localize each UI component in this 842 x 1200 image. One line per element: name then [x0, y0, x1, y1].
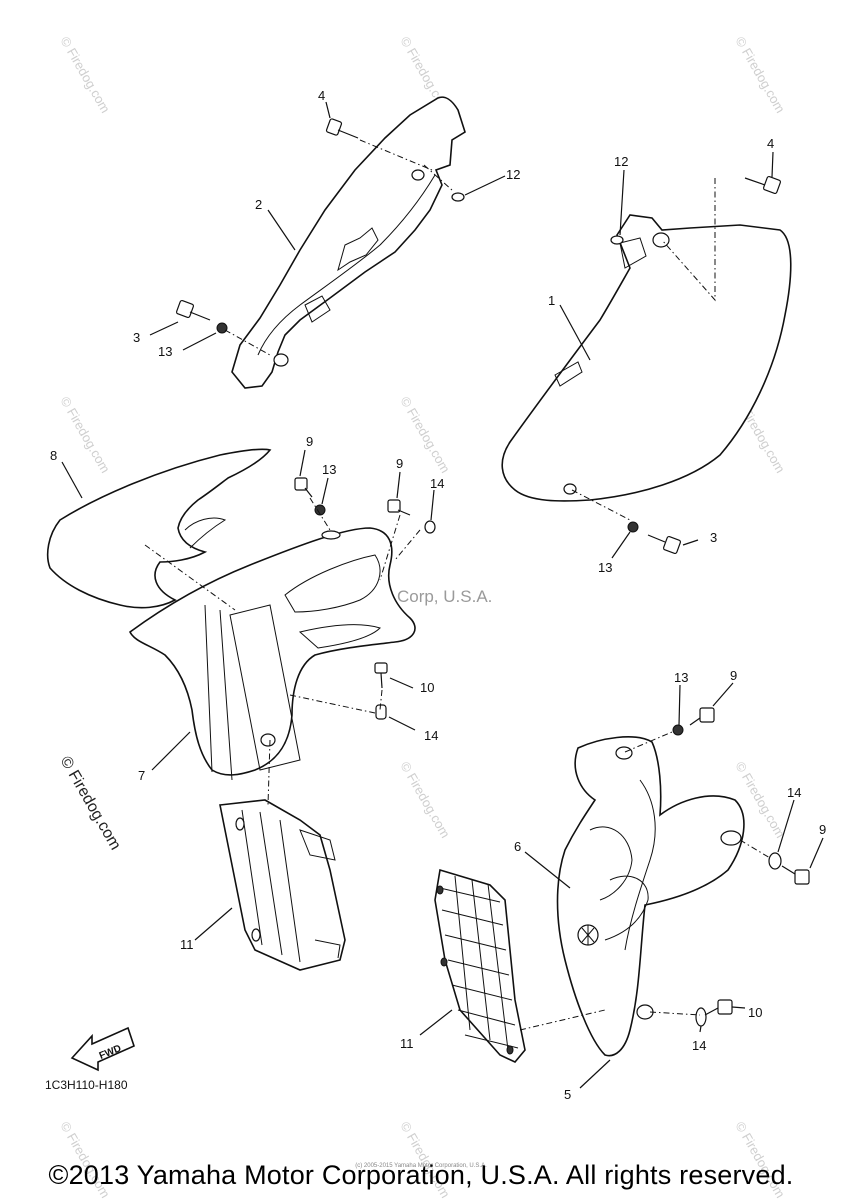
copyright-footer: ©2013 Yamaha Motor Corporation, U.S.A. A…	[48, 1160, 794, 1190]
watermark-tile: © Firedog.com	[397, 759, 453, 841]
hardware	[175, 118, 810, 1027]
label-14: 14	[787, 785, 801, 800]
label-7: 7	[138, 768, 145, 783]
watermark-tile: © Firedog.com	[57, 34, 113, 116]
part-1-side-cover	[501, 214, 792, 502]
label-11: 11	[400, 1036, 414, 1051]
label-12: 12	[614, 154, 628, 169]
label-6: 6	[514, 839, 521, 854]
part-labels: 4 2 12 3 13 12 4 1 13 3 8 9 13 9 14 10 1…	[50, 88, 826, 1102]
part-11-louver-left	[219, 799, 346, 971]
label-4: 4	[767, 136, 774, 151]
label-2: 2	[255, 197, 262, 212]
label-1: 1	[548, 293, 555, 308]
diagram-code: 1C3H110-H180	[45, 1078, 128, 1092]
label-13: 13	[158, 344, 172, 359]
fwd-arrow: FWD	[70, 1026, 135, 1072]
label-9: 9	[396, 456, 403, 471]
firedog-label: © Firedog.com	[57, 754, 124, 854]
leader-lines	[61, 101, 824, 1089]
label-3: 3	[133, 330, 140, 345]
part-11-louver-right	[434, 868, 526, 1063]
label-10: 10	[420, 680, 434, 695]
label-14: 14	[692, 1038, 706, 1053]
label-13: 13	[598, 560, 612, 575]
label-9: 9	[306, 434, 313, 449]
label-13: 13	[322, 462, 336, 477]
watermark-tile: © Firedog.com	[57, 394, 113, 476]
label-3: 3	[710, 530, 717, 545]
watermark-tile: © Firedog.com	[732, 34, 788, 116]
label-13: 13	[674, 670, 688, 685]
label-12: 12	[506, 167, 520, 182]
label-9: 9	[730, 668, 737, 683]
label-5: 5	[564, 1087, 571, 1102]
part-7-shroud	[128, 527, 416, 781]
label-10: 10	[748, 1005, 762, 1020]
watermark-tile: © Firedog.com	[397, 394, 453, 476]
label-14: 14	[424, 728, 438, 743]
label-14: 14	[430, 476, 444, 491]
part-5-shroud	[556, 736, 745, 1057]
label-8: 8	[50, 448, 57, 463]
label-11: 11	[180, 937, 194, 952]
part-8-decal	[46, 448, 272, 609]
small-copyright-note: (c) 2005-2015 Yamaha Motor Corporation, …	[355, 1163, 487, 1169]
part-2-side-cover	[231, 96, 466, 389]
assembly-lines	[144, 139, 771, 1031]
label-4: 4	[318, 88, 325, 103]
label-9: 9	[819, 822, 826, 837]
